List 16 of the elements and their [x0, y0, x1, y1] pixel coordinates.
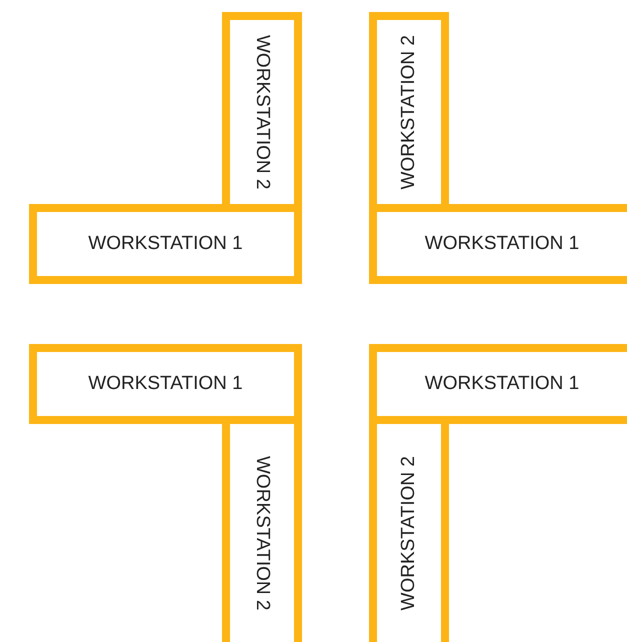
workstation-desk: [369, 344, 627, 424]
desk-label: WORKSTATION 2: [398, 456, 420, 610]
workstation-desk: [369, 424, 449, 642]
workstation-desk: [222, 424, 302, 642]
desk-label: WORKSTATION 2: [398, 34, 420, 190]
workstation-desk: [369, 12, 449, 204]
workstation-desk: [29, 344, 302, 424]
desk-label: WORKSTATION 1: [88, 233, 243, 255]
workstation-desk: [222, 12, 302, 204]
desk-label: WORKSTATION 1: [88, 373, 243, 395]
desk-label: WORKSTATION 2: [251, 34, 273, 190]
workstation-desk: [29, 204, 302, 284]
workstation-desk: [369, 204, 627, 284]
desk-label: WORKSTATION 1: [424, 233, 580, 255]
desk-label: WORKSTATION 2: [251, 456, 273, 610]
desk-label: WORKSTATION 1: [424, 373, 580, 395]
